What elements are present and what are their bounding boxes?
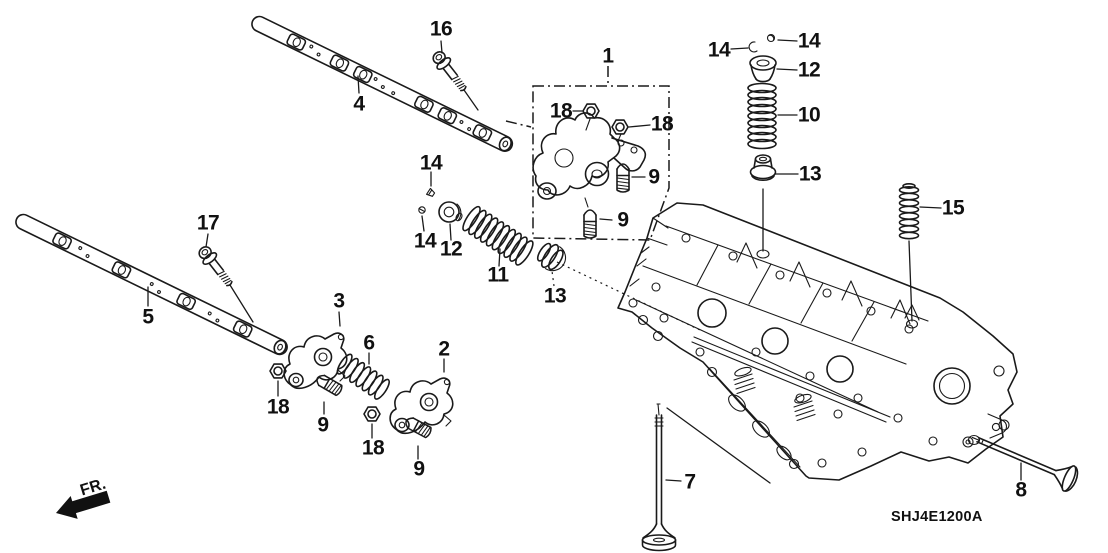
part-13-spring-seat xyxy=(536,242,567,272)
part-label-9: 9 xyxy=(317,413,329,437)
part-11-valve-spring xyxy=(462,205,534,266)
part-label-9: 9 xyxy=(648,165,660,189)
part-label-2: 2 xyxy=(438,337,450,361)
part-10-valve-spring xyxy=(747,82,777,150)
part-label-18: 18 xyxy=(650,112,674,136)
part-label-4: 4 xyxy=(353,92,365,116)
part-label-11: 11 xyxy=(487,263,509,287)
part-label-18: 18 xyxy=(549,99,573,123)
part-label-7: 7 xyxy=(684,470,696,494)
part-label-9: 9 xyxy=(413,457,425,481)
part-label-10: 10 xyxy=(797,103,821,127)
part-6-lost-motion-spring xyxy=(336,353,391,400)
part-12-spring-retainer xyxy=(749,55,777,83)
part-label-1: 1 xyxy=(602,44,614,68)
part-4-rocker-shaft xyxy=(251,15,514,153)
front-arrow-icon xyxy=(56,490,111,519)
cylinder-head xyxy=(617,202,1018,481)
part-label-14: 14 xyxy=(419,151,443,175)
part-15-valve-guide xyxy=(898,183,920,240)
part-label-14: 14 xyxy=(413,229,437,253)
part-14-keeper xyxy=(426,187,436,197)
part-label-18: 18 xyxy=(266,395,290,419)
part-8-valve xyxy=(971,436,1079,493)
part-label-12: 12 xyxy=(797,58,821,82)
part-label-6: 6 xyxy=(363,331,375,355)
part-label-14: 14 xyxy=(797,29,821,53)
front-marker-label: FR. xyxy=(78,476,108,500)
part-label-13: 13 xyxy=(798,162,822,186)
part-label-5: 5 xyxy=(142,305,154,329)
part-7-valve xyxy=(641,403,677,552)
part-1-rocker-arm-assembly xyxy=(532,112,647,208)
part-label-3: 3 xyxy=(333,289,345,313)
label-leaders xyxy=(147,39,1022,482)
part-13-spring-seat xyxy=(749,154,777,182)
part-label-17: 17 xyxy=(196,211,220,235)
part-label-12: 12 xyxy=(439,237,463,261)
part-14-keeper xyxy=(766,33,776,43)
part-14-keeper xyxy=(748,41,758,53)
part-label-18: 18 xyxy=(361,436,385,460)
part-label-13: 13 xyxy=(543,284,567,308)
part-label-16: 16 xyxy=(429,17,453,41)
part-label-9: 9 xyxy=(617,208,629,232)
part-14-keeper xyxy=(418,206,426,214)
part-1-assembly-box xyxy=(532,85,670,241)
front-direction-marker: FR. xyxy=(56,476,111,519)
leader-lines xyxy=(551,188,913,484)
diagram-code: SHJ4E1200A xyxy=(891,509,983,525)
part-label-15: 15 xyxy=(941,196,965,220)
part-label-8: 8 xyxy=(1015,478,1027,502)
part-12-spring-retainer xyxy=(438,201,463,223)
part-label-14: 14 xyxy=(707,38,731,62)
